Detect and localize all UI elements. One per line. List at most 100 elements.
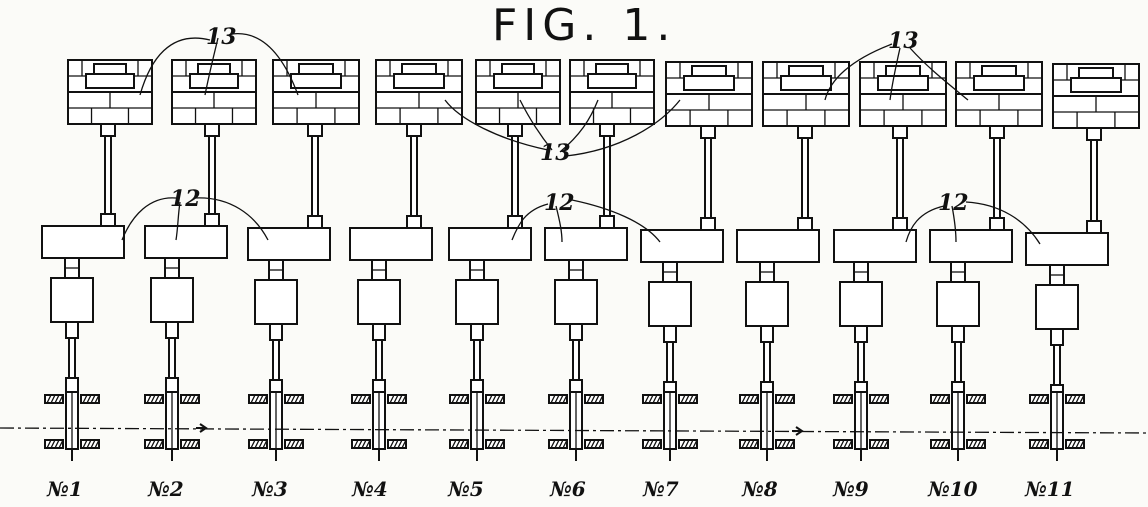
flange-hatch (554, 394, 560, 404)
flange-hatch (294, 439, 300, 449)
flange-hatch (847, 439, 853, 449)
flange-hatch (154, 394, 160, 404)
leader-lines (121, 33, 1041, 245)
flange-left (833, 439, 853, 449)
motor-block (648, 281, 692, 327)
leader-line (444, 99, 549, 151)
flange-hatch (1035, 439, 1041, 449)
motor-block (936, 281, 980, 327)
rod-collar (892, 217, 908, 231)
flange-hatch (741, 394, 747, 404)
lower-shaft (68, 337, 76, 379)
flange-hatch (286, 394, 292, 404)
flange-hatch (847, 394, 853, 404)
flange-hatch (186, 394, 192, 404)
flange-hatch (298, 394, 304, 404)
upper-unit-knob (885, 65, 921, 77)
flange-hatch (54, 394, 60, 404)
flange-left (739, 439, 759, 449)
flange-hatch (499, 439, 505, 449)
flange-hatch (146, 394, 152, 404)
upper-unit-cap (493, 73, 543, 89)
station-label: №9 (832, 477, 869, 501)
flange-hatch (194, 439, 200, 449)
motor-block (357, 279, 401, 325)
flange-left (1029, 394, 1049, 404)
flange-hatch (393, 394, 399, 404)
flange-hatch (46, 394, 52, 404)
flange-hatch (745, 439, 751, 449)
flange-hatch (254, 439, 260, 449)
flange-hatch (680, 394, 686, 404)
flange-hatch (58, 439, 64, 449)
flange-hatch (158, 439, 164, 449)
rod-collar (307, 123, 323, 137)
flange-right (1065, 439, 1085, 449)
flange-hatch (875, 394, 881, 404)
flange-right (678, 394, 698, 404)
flange-hatch (1079, 439, 1085, 449)
flange-hatch (182, 394, 188, 404)
flange-hatch (781, 394, 787, 404)
flange-hatch (258, 439, 264, 449)
middle-unit (448, 227, 532, 261)
lower-collar (269, 323, 283, 341)
leader-line (555, 205, 563, 243)
flange-hatch (554, 439, 560, 449)
rod-collar (100, 123, 116, 137)
flange-hatch (688, 394, 694, 404)
flange-hatch (936, 439, 942, 449)
rod-collar (700, 217, 716, 231)
flange-hatch (397, 439, 403, 449)
flange-hatch (586, 439, 592, 449)
flange-left (248, 394, 268, 404)
motor-block (455, 279, 499, 325)
flange-hatch (294, 394, 300, 404)
flange-hatch (463, 439, 469, 449)
rod-collar (1086, 220, 1102, 234)
flange-hatch (250, 439, 256, 449)
upper-unit-knob (1078, 67, 1114, 79)
flange-hatch (883, 394, 889, 404)
flange-hatch (254, 394, 260, 404)
flange-right (966, 394, 986, 404)
flange-right (485, 394, 505, 404)
leader-line (231, 33, 299, 96)
flange-hatch (875, 439, 881, 449)
flange-hatch (487, 439, 493, 449)
rod-collar (507, 123, 523, 137)
lower-shaft (763, 341, 771, 383)
ref-numeral-12: 12 (544, 190, 575, 216)
ref-numeral-12: 12 (938, 190, 969, 216)
flange-hatch (940, 439, 946, 449)
station-label: №2 (147, 477, 184, 501)
flange-hatch (491, 439, 497, 449)
lower-collar (372, 323, 386, 341)
upper-unit-knob (691, 65, 727, 77)
connecting-rod (311, 135, 319, 217)
flange-hatch (1039, 394, 1045, 404)
station-label: №6 (549, 477, 586, 501)
flange-hatch (186, 439, 192, 449)
leader-line (204, 37, 219, 96)
rod-collar (599, 123, 615, 137)
flange-right (678, 439, 698, 449)
station-label: №1 (46, 477, 83, 501)
motor-block (1035, 284, 1079, 330)
motor-block (839, 281, 883, 327)
flange-hatch (82, 439, 88, 449)
upper-unit-knob (197, 63, 231, 75)
lower-shaft (666, 341, 674, 383)
flange-hatch (562, 439, 568, 449)
flange-hatch (353, 394, 359, 404)
upper-unit-knob (401, 63, 437, 75)
flange-hatch (389, 394, 395, 404)
rod-collar (1086, 127, 1102, 141)
flange-hatch (652, 394, 658, 404)
upper-unit-cap (85, 73, 135, 89)
flange-hatch (1075, 394, 1081, 404)
lower-collar (165, 321, 179, 339)
flange-hatch (86, 394, 92, 404)
motor-block (50, 277, 94, 323)
